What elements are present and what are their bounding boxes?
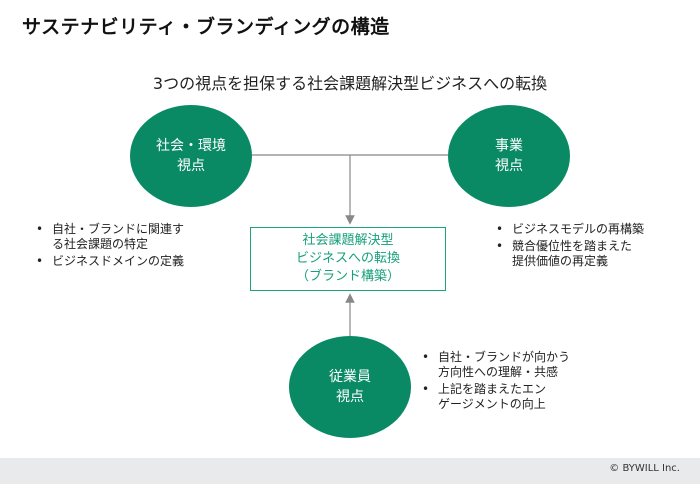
social-environment-node: 社会・環境 視点 — [130, 105, 252, 207]
list-item: 自社・ブランドが向かう 方向性への理解・共感 — [420, 350, 570, 380]
business-node: 事業 視点 — [448, 105, 570, 207]
center-goal-box: 社会課題解決型 ビジネスへの転換 （ブランド構築） — [250, 227, 446, 291]
social-node-line2: 視点 — [177, 158, 205, 174]
footer-bar: © BYWILL Inc. — [0, 458, 700, 484]
social-bullets: 自社・ブランドに関連す る社会課題の特定 ビジネスドメインの定義 — [34, 222, 184, 271]
employee-node-line1: 従業員 — [329, 369, 371, 385]
business-node-line1: 事業 — [495, 138, 523, 154]
social-node-line1: 社会・環境 — [156, 138, 226, 154]
list-item: ビジネスドメインの定義 — [34, 254, 184, 269]
employee-node-line2: 視点 — [336, 389, 364, 405]
center-line2: ビジネスへの転換 — [295, 251, 400, 266]
business-node-line2: 視点 — [495, 158, 523, 174]
list-item: 自社・ブランドに関連す る社会課題の特定 — [34, 222, 184, 252]
copyright-text: © BYWILL Inc. — [609, 463, 680, 474]
diagram-subtitle: 3つの視点を担保する社会課題解決型ビジネスへの転換 — [152, 74, 548, 93]
business-bullets: ビジネスモデルの再構築 競合優位性を踏まえた 提供価値の再定義 — [494, 222, 644, 271]
page-title: サステナビリティ・ブランディングの構造 — [22, 16, 390, 38]
center-line3: （ブランド構築） — [295, 269, 400, 284]
list-item: ビジネスモデルの再構築 — [494, 222, 644, 237]
employee-bullets: 自社・ブランドが向かう 方向性への理解・共感 上記を踏まえたエン ゲージメントの… — [420, 350, 570, 414]
list-item: 上記を踏まえたエン ゲージメントの向上 — [420, 382, 570, 412]
center-line1: 社会課題解決型 — [302, 233, 394, 248]
list-item: 競合優位性を踏まえた 提供価値の再定義 — [494, 239, 644, 269]
employee-node: 従業員 視点 — [289, 336, 411, 438]
